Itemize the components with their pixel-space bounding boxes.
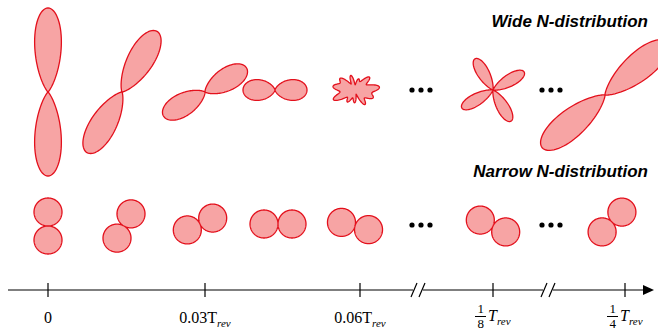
polar-lobe [173,204,226,244]
polar-lobe [333,75,379,104]
tick-label: 0.03Trev [179,309,230,327]
polar-lobe [103,200,145,252]
denominator: 8 [477,317,484,331]
subscript: rev [497,315,511,327]
polar-lobe [461,58,524,121]
tick-text: 0.06T [334,309,372,327]
ellipsis-dots [409,87,562,227]
polar-lobe [466,206,519,246]
subscript: rev [217,317,231,329]
tick-text: 0.03T [179,309,217,327]
numerator: 1 [607,302,618,317]
fraction: 18 [475,302,486,330]
fraction: 14 [607,302,618,330]
tick-label: 0 [44,309,52,327]
denominator: 4 [609,317,616,331]
polar-lobe [162,64,247,120]
tick-label: 18Trev [475,302,510,330]
polar-plots [34,8,658,254]
polar-lobe [83,30,161,153]
polar-lobe [243,80,307,101]
polar-lobe [588,198,636,246]
tick-text: 0 [44,309,52,327]
subscript: rev [372,317,386,329]
polar-lobe [250,210,306,238]
polar-lobe [541,40,658,151]
subscript: rev [629,315,643,327]
polar-lobe [34,198,62,254]
numerator: 1 [475,302,486,317]
row-title: Narrow N-distribution [473,162,648,182]
tick-label: 0.06Trev [334,309,385,327]
row-title: Wide N-distribution [491,12,648,32]
polar-lobe [327,208,382,243]
polar-lobe [35,8,62,176]
tick-label: 14Trev [607,302,642,330]
tick-text: T [620,307,629,325]
time-axis [8,282,654,298]
tick-text: T [488,307,497,325]
